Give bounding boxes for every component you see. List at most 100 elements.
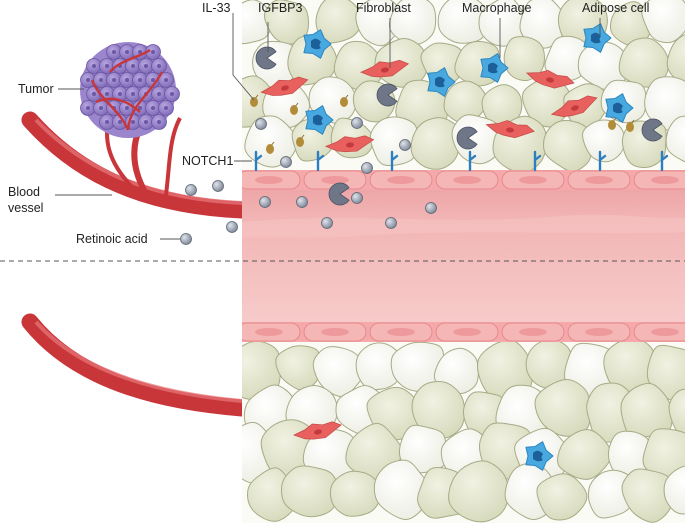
label-blood-vessel-line1: Blood — [8, 185, 40, 199]
il33-molecule — [250, 94, 259, 107]
adipose-cell — [543, 120, 592, 172]
adipose-cell — [557, 429, 612, 480]
macrophages — [303, 23, 634, 471]
retinoic-acid-molecule — [321, 217, 333, 229]
macrophage — [305, 105, 334, 135]
macrophage — [480, 53, 509, 83]
endothelial-nucleus — [453, 176, 481, 184]
macrophage — [605, 93, 634, 123]
tumor-vessel — [126, 71, 164, 131]
endothelial-nucleus — [651, 328, 679, 336]
endothelial-nucleus — [387, 328, 415, 336]
fibroblast — [359, 59, 410, 78]
adipose-cell — [448, 460, 510, 523]
fibroblast — [550, 95, 598, 117]
adipose-cell — [666, 34, 685, 84]
retinoic-acid-molecule — [351, 117, 363, 129]
adipose-cell — [281, 465, 340, 518]
label-il33: IL-33 — [202, 1, 231, 15]
label-igfbp3: IGFBP3 — [258, 1, 303, 15]
adipose-cell — [668, 388, 685, 435]
notch1-receptor — [316, 150, 325, 172]
endothelial-nucleus — [255, 176, 283, 184]
endothelium-bottom — [242, 322, 685, 342]
macrophage — [583, 23, 612, 53]
left-blood-vessel-lower — [21, 313, 251, 417]
adipose-cells-lower — [242, 337, 685, 523]
endothelium-top — [242, 170, 685, 190]
endothelial-nucleus — [651, 176, 679, 184]
left-blood-vessel-upper — [21, 104, 251, 219]
retinoic-acid-molecule — [180, 233, 192, 245]
retinoic-acid-molecule — [296, 196, 308, 208]
notch1-receptor — [254, 150, 263, 172]
retinoic-acid-molecule — [212, 180, 224, 192]
il33-molecule — [266, 141, 275, 154]
label-retinoic-acid: Retinoic acid — [76, 232, 148, 246]
fibroblasts — [260, 59, 598, 440]
adipose-cell — [536, 473, 588, 521]
label-tumor: Tumor — [18, 82, 54, 96]
tumor-vessel — [109, 48, 151, 73]
adipose-cell — [315, 0, 364, 44]
endothelial-nucleus — [519, 176, 547, 184]
macrophage — [525, 441, 554, 471]
endothelial-nucleus — [255, 328, 283, 336]
adipose-cell — [410, 117, 461, 170]
retinoic-acid-molecules — [180, 117, 437, 245]
endothelial-nucleus — [321, 328, 349, 336]
adipose-cell — [621, 468, 674, 523]
endothelial-nucleus — [321, 176, 349, 184]
il33-molecule — [626, 119, 635, 132]
label-adipose-cell: Adipose cell — [582, 1, 649, 15]
retinoic-acid-molecule — [385, 217, 397, 229]
il33-molecule — [340, 94, 349, 107]
vessel-section — [242, 170, 685, 342]
il33-molecules — [250, 94, 635, 154]
label-blood-vessel-line2: vessel — [8, 201, 43, 215]
fibroblast — [485, 120, 535, 139]
igfbp3-molecule — [255, 46, 277, 70]
notch1-receptor — [468, 150, 477, 172]
tumor-vessel — [90, 79, 130, 131]
fibroblast — [525, 69, 575, 89]
igfbp3-molecule — [456, 126, 478, 150]
endothelial-nucleus — [453, 328, 481, 336]
retinoic-acid-molecule — [226, 221, 238, 233]
label-fibroblast: Fibroblast — [356, 1, 411, 15]
endothelial-nucleus — [585, 176, 613, 184]
igfbp3-molecule — [641, 118, 663, 142]
endothelial-nucleus — [387, 176, 415, 184]
retinoic-acid-molecule — [399, 139, 411, 151]
label-notch1: NOTCH1 — [182, 154, 233, 168]
tumor — [80, 42, 180, 138]
endothelial-nucleus — [585, 328, 613, 336]
tumor-vessel — [95, 97, 141, 113]
igfbp3-molecule — [328, 182, 350, 206]
retinoic-acid-molecule — [259, 196, 271, 208]
il33-molecule — [608, 117, 617, 130]
retinoic-acid-molecule — [255, 118, 267, 130]
fibroblast — [324, 135, 375, 153]
retinoic-acid-molecule — [361, 162, 373, 174]
adipose-cell — [373, 459, 432, 520]
leader-lines — [55, 13, 601, 240]
retinoic-acid-molecule — [425, 202, 437, 214]
notch1-receptor — [660, 150, 669, 172]
notch1-receptor — [598, 150, 607, 172]
il33-molecule — [290, 102, 299, 115]
adipose-cell — [369, 116, 419, 167]
notch1-receptors — [254, 150, 669, 172]
igfbp3-molecules — [255, 46, 663, 206]
notch1-receptor — [390, 150, 399, 172]
retinoic-acid-molecule — [185, 184, 197, 196]
fibroblast — [260, 76, 309, 96]
endothelial-nucleus — [519, 328, 547, 336]
il33-molecule — [296, 134, 305, 147]
adipose-cell — [665, 115, 685, 163]
macrophage — [427, 67, 456, 97]
fibroblast — [293, 421, 342, 440]
macrophage — [303, 29, 332, 59]
label-macrophage: Macrophage — [462, 1, 532, 15]
